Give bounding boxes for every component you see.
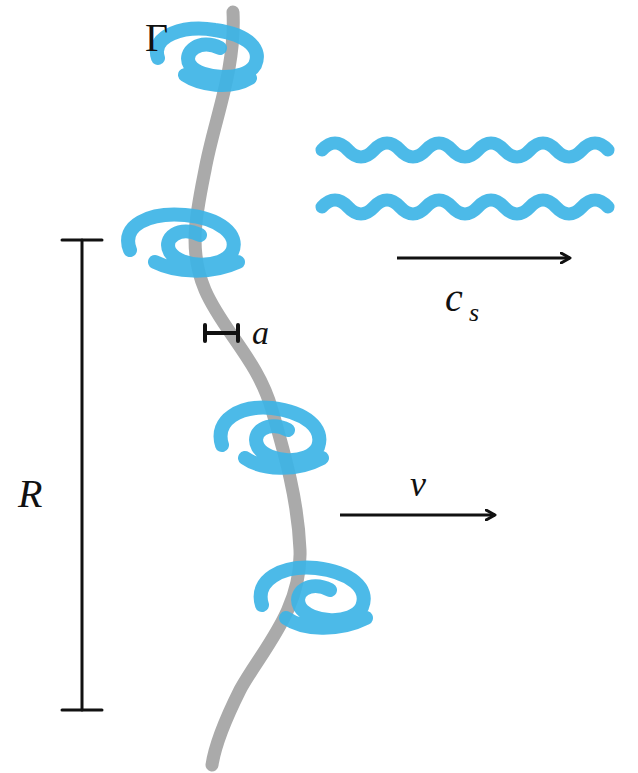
sound-speed-arrow [397, 257, 570, 260]
circulation-loop [157, 29, 257, 85]
length-label: R [18, 474, 42, 514]
circulation-label: Γ [145, 18, 168, 58]
length-bracket [62, 239, 102, 242]
width-bar [236, 325, 240, 341]
length-bracket [62, 709, 102, 712]
sound-wave [322, 200, 608, 214]
string-line [195, 12, 300, 765]
velocity-arrow [340, 514, 495, 517]
sound-speed-label: c [445, 278, 463, 318]
circulation-loop [128, 215, 238, 271]
width-bar [203, 325, 207, 341]
sound-wave [322, 143, 608, 157]
circulation-loop [221, 408, 322, 468]
velocity-label: v [410, 466, 426, 502]
length-bracket [81, 240, 84, 710]
circulation-loop [261, 568, 366, 628]
width-bar [205, 331, 238, 335]
width-label: a [252, 316, 269, 350]
sound-speed-subscript: s [469, 300, 479, 326]
